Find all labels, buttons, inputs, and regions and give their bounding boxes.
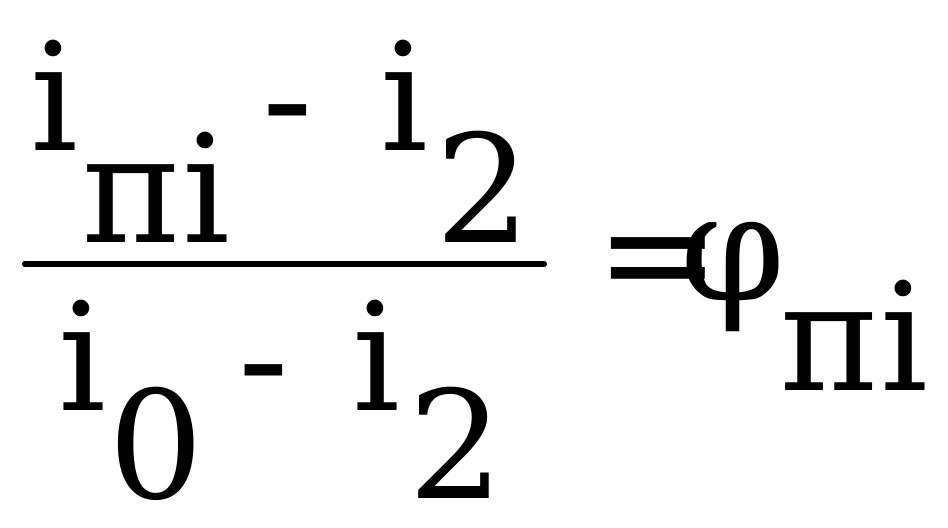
numerator-term2-subscript: 2	[435, 104, 530, 278]
numerator-term1-subscript: пi	[82, 104, 230, 278]
denominator-term2-base: i	[352, 272, 400, 446]
numerator-term1-base: i	[30, 12, 78, 186]
numerator-term2-base: i	[380, 12, 428, 186]
result-base: φ	[680, 162, 785, 336]
result-subscript: пi	[780, 252, 928, 426]
denominator: i 0 - i 2	[58, 272, 503, 528]
denominator-term1-base: i	[58, 272, 106, 446]
numerator: i пi - i 2	[30, 12, 530, 278]
result: φ пi	[680, 162, 928, 426]
denominator-term2-subscript: 2	[408, 360, 503, 528]
numerator-operator: -	[262, 12, 313, 186]
denominator-operator: -	[238, 272, 289, 446]
denominator-term1-subscript: 0	[108, 360, 203, 528]
equals-sign: =	[595, 167, 721, 341]
